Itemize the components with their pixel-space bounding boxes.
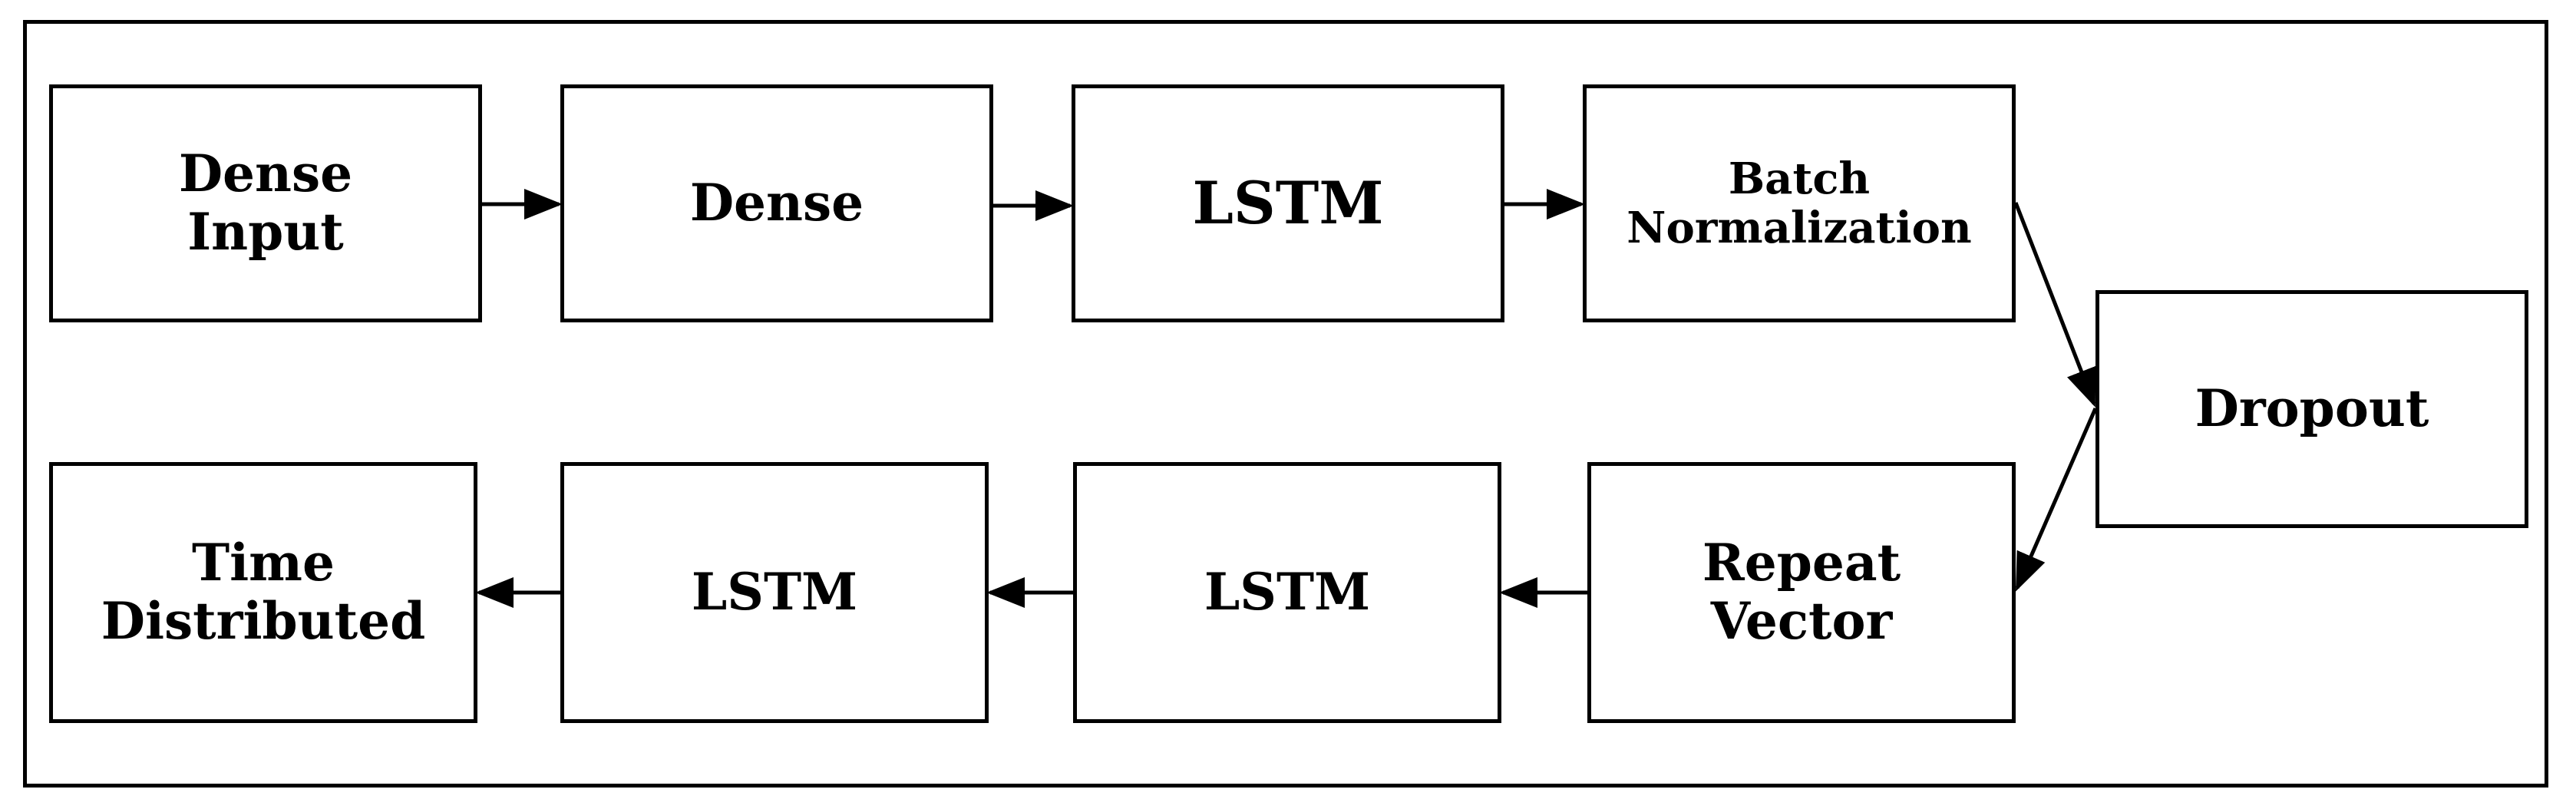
dense-node: Dense bbox=[560, 84, 993, 322]
edge-batch-normalization-to-dropout bbox=[2013, 202, 2096, 408]
lstm-label-3: LSTM bbox=[691, 562, 858, 622]
batch-normalization-label: Batch Normalization bbox=[1627, 153, 1972, 253]
dense-input-label: Dense Input bbox=[178, 144, 353, 262]
repeat-vector-label: Repeat Vector bbox=[1702, 533, 1901, 651]
lstm-label-1: LSTM bbox=[1192, 169, 1384, 238]
dense-input-node: Dense Input bbox=[49, 84, 482, 322]
lstm-node-2: LSTM bbox=[1073, 462, 1501, 723]
repeat-vector-node: Repeat Vector bbox=[1587, 462, 2016, 723]
lstm-label-2: LSTM bbox=[1204, 562, 1371, 622]
time-distributed-node: Time Distributed bbox=[49, 462, 477, 723]
diagram-frame bbox=[23, 20, 2548, 788]
lstm-node-1: LSTM bbox=[1072, 84, 1504, 322]
lstm-node-3: LSTM bbox=[560, 462, 989, 723]
dropout-node: Dropout bbox=[2095, 290, 2528, 528]
time-distributed-label: Time Distributed bbox=[101, 533, 426, 651]
dropout-label: Dropout bbox=[2195, 378, 2429, 439]
dense-label: Dense bbox=[689, 173, 864, 233]
edge-dropout-to-repeat-vector bbox=[2015, 408, 2098, 592]
